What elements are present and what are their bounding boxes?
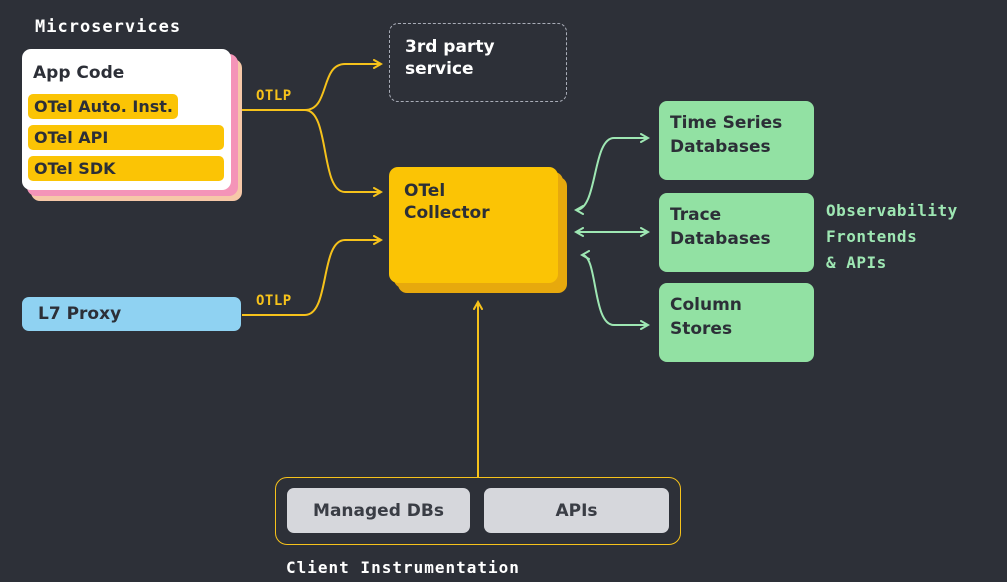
trace-databases-box: Trace Databases <box>659 193 814 272</box>
collector-line1: OTel <box>404 181 446 201</box>
time-series-line2: Databases <box>670 137 771 157</box>
trace-line1: Trace <box>670 205 722 225</box>
trace-line2: Databases <box>670 229 771 249</box>
observability-frontends-label: Observability Frontends & APIs <box>826 198 958 276</box>
column-stores-box: Column Stores <box>659 283 814 362</box>
microservices-label: Microservices <box>35 17 182 37</box>
client-instrumentation-label: Client Instrumentation <box>286 558 520 577</box>
observability-line2: Frontends <box>826 227 918 246</box>
observability-line3: & APIs <box>826 253 887 272</box>
edge-to-column <box>582 255 648 325</box>
time-series-line1: Time Series <box>670 113 783 133</box>
time-series-databases-box: Time Series Databases <box>659 101 814 180</box>
otel-auto-inst-chip: OTel Auto. Inst. <box>28 94 178 119</box>
managed-dbs-chip: Managed DBs <box>287 488 470 533</box>
otlp-label-bottom: OTLP <box>256 293 292 309</box>
observability-line1: Observability <box>826 201 958 220</box>
app-code-card: App Code OTel Auto. Inst. OTel API OTel … <box>22 49 231 190</box>
apis-chip: APIs <box>484 488 669 533</box>
collector-line2: Collector <box>404 203 490 223</box>
client-instrumentation-frame: Managed DBs APIs <box>275 477 681 545</box>
proxy-edge-to-collector <box>242 240 381 316</box>
app-code-title: App Code <box>33 63 125 83</box>
otlp-label-top: OTLP <box>256 88 292 104</box>
third-party-line2: service <box>405 59 474 79</box>
third-party-line1: 3rd party <box>405 37 495 57</box>
column-line1: Column <box>670 295 742 315</box>
edge-to-time-series <box>576 138 648 210</box>
third-party-service-box: 3rd party service <box>389 23 567 102</box>
otel-sdk-chip: OTel SDK <box>28 156 224 181</box>
otel-collector-box: OTel Collector <box>389 167 558 283</box>
l7-proxy-box: L7 Proxy <box>22 297 241 331</box>
column-line2: Stores <box>670 319 733 339</box>
otlp-edge-to-collector <box>304 109 381 192</box>
otel-api-chip: OTel API <box>28 125 224 150</box>
